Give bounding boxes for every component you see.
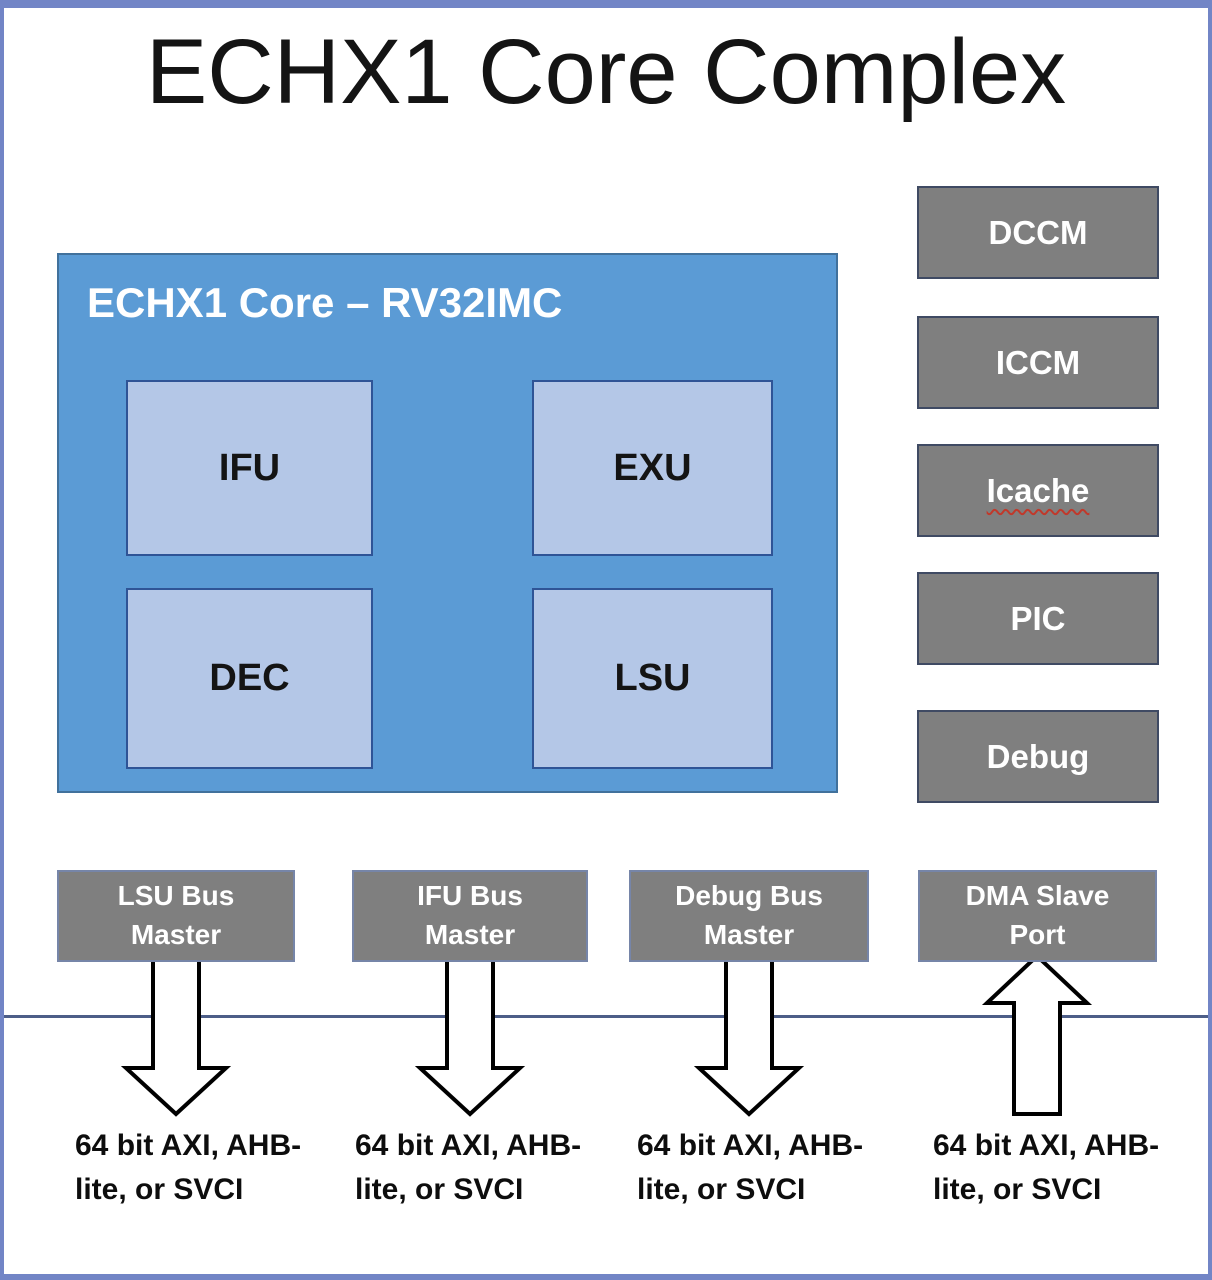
memory-block-pic: PIC xyxy=(917,572,1159,665)
down-arrow-icon xyxy=(693,956,805,1117)
unit-label: DEC xyxy=(209,657,290,699)
bus-caption: 64 bit AXI, AHB- lite, or SVCI xyxy=(355,1129,582,1206)
memory-label: DCCM xyxy=(988,213,1088,251)
section-divider-line xyxy=(4,1015,1208,1018)
unit-block-ifu: IFU xyxy=(126,380,373,556)
bus-caption: 64 bit AXI, AHB- lite, or SVCI xyxy=(933,1129,1160,1206)
memory-block-dccm: DCCM xyxy=(917,186,1159,279)
port-block-lsu-bus-master: LSU Bus Master xyxy=(57,870,295,962)
up-arrow-icon xyxy=(981,953,1093,1116)
memory-label: Icache xyxy=(986,471,1090,509)
unit-label: LSU xyxy=(614,657,691,699)
port-label: LSU Bus Master xyxy=(117,880,235,950)
bus-caption: 64 bit AXI, AHB- lite, or SVCI xyxy=(75,1129,302,1206)
down-arrow-icon xyxy=(120,956,232,1117)
port-label: Debug Bus Master xyxy=(675,880,823,950)
unit-block-lsu: LSU xyxy=(532,588,773,769)
unit-block-dec: DEC xyxy=(126,588,373,769)
memory-label: PIC xyxy=(1010,599,1066,637)
port-label: DMA Slave Port xyxy=(965,880,1110,950)
unit-label: IFU xyxy=(218,446,281,489)
memory-block-iccm: ICCM xyxy=(917,316,1159,409)
unit-block-exu: EXU xyxy=(532,380,773,556)
port-block-debug-bus-master: Debug Bus Master xyxy=(629,870,869,962)
down-arrow-icon xyxy=(414,956,526,1117)
bus-caption: 64 bit AXI, AHB- lite, or SVCI xyxy=(637,1129,864,1206)
memory-block-icache: Icache xyxy=(917,444,1159,537)
memory-label: ICCM xyxy=(995,343,1081,381)
port-block-ifu-bus-master: IFU Bus Master xyxy=(352,870,588,962)
core-block-title: ECHX1 Core – RV32IMC xyxy=(87,279,563,326)
memory-block-debug: Debug xyxy=(917,710,1159,803)
unit-label: EXU xyxy=(613,446,692,489)
port-label: IFU Bus Master xyxy=(417,880,523,950)
diagram-title: ECHX1 Core Complex xyxy=(145,21,1067,123)
port-block-dma-slave-port: DMA Slave Port xyxy=(918,870,1157,962)
memory-label: Debug xyxy=(986,737,1090,775)
core-block: ECHX1 Core – RV32IMC IFU EXU DEC LSU xyxy=(57,253,838,793)
